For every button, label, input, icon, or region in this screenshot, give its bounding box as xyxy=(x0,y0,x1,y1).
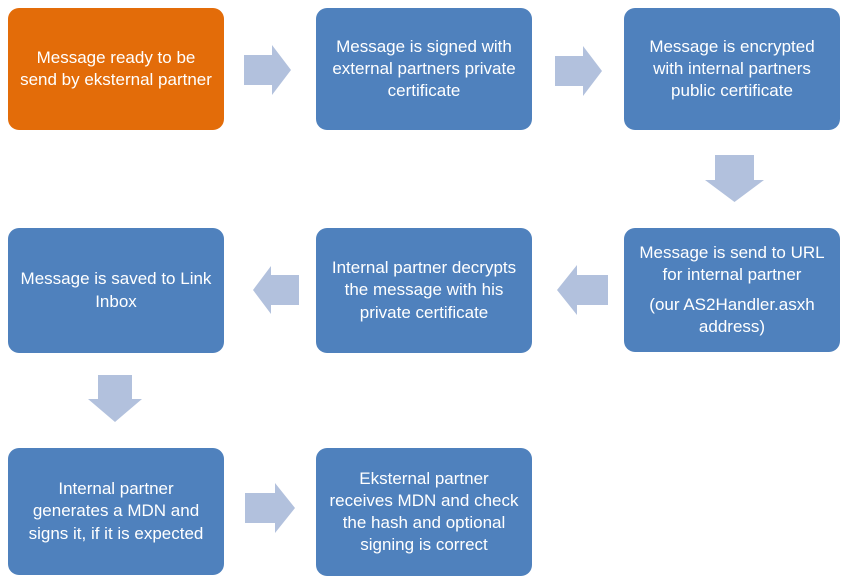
flow-step-text: Eksternal partner receives MDN and check… xyxy=(329,468,519,555)
flow-step-text: Message is encrypted with internal partn… xyxy=(649,36,815,101)
arrow-down-icon xyxy=(88,375,142,422)
flow-step-message-ready: Message ready to be send by eksternal pa… xyxy=(8,8,224,130)
flow-step-text: (our AS2Handler.asxh address) xyxy=(649,295,815,337)
arrow-down-icon xyxy=(705,155,764,202)
arrow-right-shape xyxy=(555,46,602,96)
arrow-down-shape xyxy=(88,375,142,422)
flow-step-text: Message is send to URL for internal part… xyxy=(639,242,825,284)
arrow-left-shape xyxy=(557,265,608,315)
flow-step-message-saved: Message is saved to Link Inbox xyxy=(8,228,224,353)
arrow-right-icon xyxy=(244,45,291,95)
flow-step-message-encrypted: Message is encrypted with internal partn… xyxy=(624,8,840,130)
flow-step-message-sent-url: Message is send to URL for internal part… xyxy=(624,228,840,352)
arrow-down-shape xyxy=(705,155,764,202)
arrow-right-shape xyxy=(245,483,295,533)
arrow-left-shape xyxy=(253,266,299,314)
flow-step-text: Message ready to be send by eksternal pa… xyxy=(20,47,212,89)
arrow-right-shape xyxy=(244,45,291,95)
arrow-right-icon xyxy=(555,46,602,96)
arrow-left-icon xyxy=(557,265,608,315)
flow-step-text: Internal partner generates a MDN and sig… xyxy=(28,479,204,543)
arrow-right-icon xyxy=(245,483,295,533)
flow-step-message-signed: Message is signed with external partners… xyxy=(316,8,532,130)
arrow-left-icon xyxy=(253,266,299,314)
flow-step-text: Message is saved to Link Inbox xyxy=(20,269,212,311)
flow-step-text: Message is signed with external partners… xyxy=(332,36,516,101)
flow-step-mdn-received: Eksternal partner receives MDN and check… xyxy=(316,448,532,576)
flow-step-mdn-generated: Internal partner generates a MDN and sig… xyxy=(8,448,224,575)
flow-step-message-decrypted: Internal partner decrypts the message wi… xyxy=(316,228,532,353)
flow-step-text: Internal partner decrypts the message wi… xyxy=(331,258,517,322)
